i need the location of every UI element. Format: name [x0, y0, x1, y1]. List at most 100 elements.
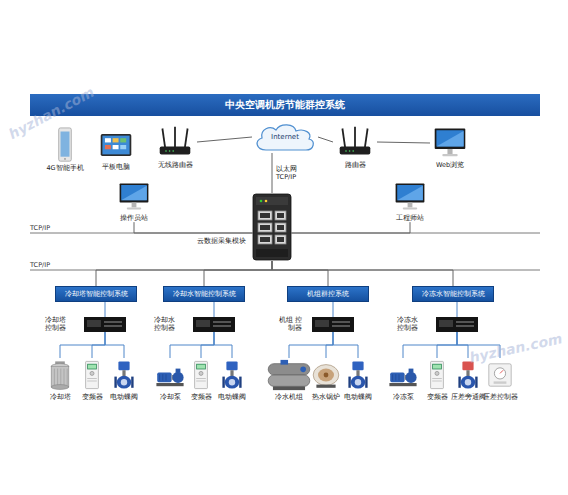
node-label: 压差控制器: [483, 393, 518, 401]
node-label: 冷却塔 控制器: [40, 316, 66, 332]
pvalve-part: [461, 376, 475, 389]
inverter-part: [432, 364, 442, 370]
connector-line: [292, 222, 410, 233]
valve-part: [225, 376, 239, 389]
monitor-part: [435, 129, 466, 149]
pump-device: 冷却泵: [154, 358, 186, 401]
tablet-icon: [96, 128, 136, 162]
connector-line: [318, 137, 333, 142]
inverter-part: [435, 371, 439, 375]
controller-box: 机组 控制器: [312, 317, 354, 332]
tablet-part: [113, 138, 119, 142]
inverter-part: [431, 361, 444, 388]
node-label: 热水锅炉: [312, 393, 340, 401]
ctrl-part: [332, 325, 350, 327]
connector-line: [437, 332, 457, 358]
connector-line: [214, 332, 232, 358]
valve-icon: [108, 358, 140, 392]
gateway-part: [260, 213, 270, 218]
inverter-device: 变频器: [76, 358, 108, 401]
monitor-icon: [390, 181, 430, 213]
pump-icon: [387, 358, 419, 392]
connector-line: [272, 153, 273, 193]
connector-line: [377, 142, 430, 143]
cooling-tower: 冷却塔: [44, 358, 76, 401]
node-label: 冷冻水智能控制系统: [413, 290, 493, 298]
node-label: 冷冻水 控制器: [392, 316, 418, 332]
wrouter-part: [172, 150, 174, 152]
connector-line: [197, 137, 252, 142]
bus-label: TCP/IP: [30, 261, 50, 269]
router-part: [349, 150, 351, 152]
phone-part: [61, 132, 70, 157]
router-part: [354, 127, 356, 148]
connector-line: [96, 261, 272, 286]
node-label: 无线路由器: [158, 161, 193, 169]
ctrl-part: [104, 325, 122, 327]
pump-device: 冷冻泵: [387, 358, 419, 401]
node-label: 机组 控制器: [276, 316, 302, 332]
pvalve-part: [466, 370, 469, 376]
connector-line: [92, 332, 105, 358]
connector-line: [272, 261, 453, 286]
connector-line: [204, 261, 272, 286]
router-part: [342, 129, 345, 148]
connector-line: [105, 332, 124, 358]
inverter-part: [432, 380, 442, 382]
inverter-icon: [76, 358, 108, 392]
router-part: [365, 129, 368, 148]
pressure-controller: 压差控制器: [484, 358, 516, 401]
system-box: 冷冻水智能控制系统: [412, 286, 494, 302]
valve-part: [118, 361, 129, 370]
boiler-part: [316, 385, 335, 388]
ctrl-part: [436, 317, 478, 332]
gateway-part: [275, 223, 286, 232]
monitor-part: [408, 203, 413, 208]
ctrl-part: [456, 321, 474, 323]
wrouter-part: [165, 150, 167, 152]
boiler-part: [318, 369, 334, 382]
pvalve-part: [475, 377, 477, 388]
router-icon: [333, 124, 377, 160]
valve-part: [351, 376, 365, 389]
node-label: 操作员站: [120, 214, 148, 222]
monitor-part: [132, 203, 137, 208]
gateway-part: [260, 225, 270, 230]
chiller-icon: [266, 358, 312, 392]
phone-part: [59, 128, 72, 161]
ctrl-icon: [193, 317, 235, 332]
controller-box: 冷却水 控制器: [193, 317, 235, 332]
monitor-part: [436, 131, 463, 146]
operator-station: 操作员站: [114, 181, 154, 222]
butterfly-valve: 电动蝶阀: [216, 358, 248, 401]
node-label: 工程师站: [396, 214, 424, 222]
chiller-part: [268, 364, 310, 375]
node-label: 冷却塔智能控制系统: [56, 290, 136, 298]
wrouter-icon: [153, 124, 197, 160]
valve-part: [117, 376, 131, 389]
ctrl-part: [312, 317, 354, 332]
gateway-part: [265, 200, 268, 203]
bypass-valve: 压差旁通阀: [452, 358, 484, 401]
connector-line: [105, 302, 106, 317]
inverter-part: [196, 378, 206, 380]
pvalve-part: [465, 379, 471, 385]
node-label: 压差旁通阀: [451, 393, 486, 401]
inverter-part: [87, 380, 97, 382]
ctrl-part: [315, 320, 329, 327]
pctrl-part: [494, 381, 507, 383]
wrouter-part: [174, 127, 176, 148]
gateway-part: [275, 211, 286, 220]
watermark: hyzhan.com: [6, 84, 97, 142]
node-label: Internet: [252, 133, 318, 142]
tablet-part: [120, 138, 126, 142]
inverter-part: [196, 380, 206, 382]
router-part: [352, 150, 354, 152]
gateway-part: [277, 225, 284, 230]
gateway-part: [260, 200, 263, 203]
node-label: 机组群控系统: [288, 290, 368, 298]
node-label: 变频器: [427, 393, 448, 401]
tower-part: [54, 369, 67, 386]
inverter-part: [88, 365, 96, 369]
